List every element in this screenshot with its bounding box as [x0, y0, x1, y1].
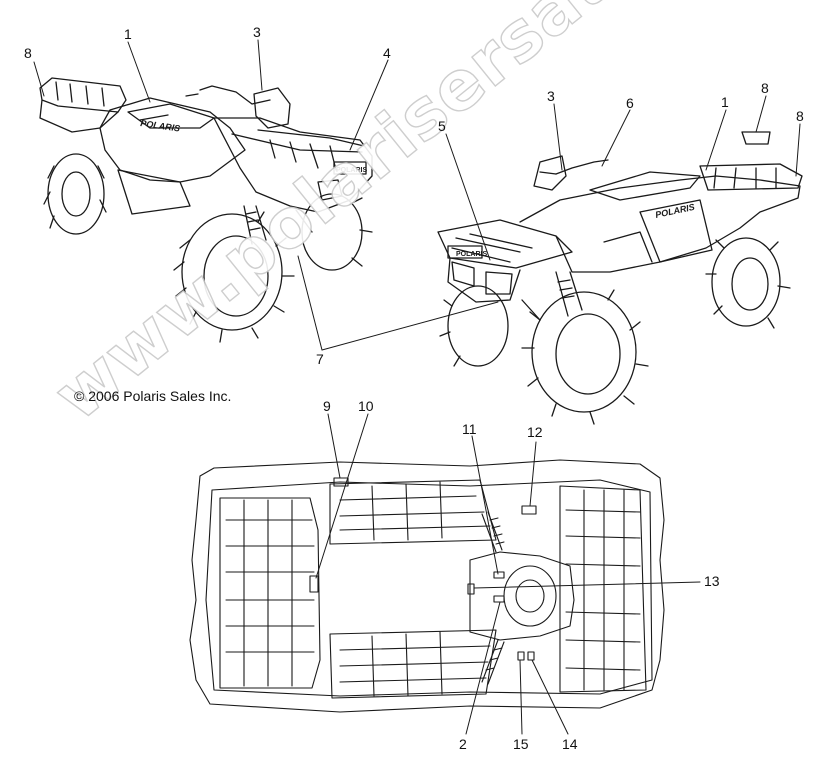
callout-13: 13: [704, 573, 720, 589]
decal-9: [333, 477, 349, 487]
callout-12: 12: [527, 424, 543, 440]
callout-9: 9: [323, 398, 331, 414]
leader-lines: [33, 39, 801, 735]
brand-front-label: POLARIS: [336, 167, 367, 174]
decal-14: [527, 651, 535, 661]
callout-1: 1: [721, 94, 729, 110]
atv-top-view: [189, 459, 665, 713]
callout-8: 8: [24, 45, 32, 61]
callout-3: 3: [547, 88, 555, 104]
decal-15: [517, 651, 525, 661]
brand-front-label-right: POLARIS: [456, 251, 487, 258]
copyright-notice: © 2006 Polaris Sales Inc.: [74, 388, 232, 404]
callout-1: 1: [124, 26, 132, 42]
decal-2: [493, 595, 505, 603]
decal-11: [493, 571, 505, 579]
brand-side-label: POLARIS: [140, 118, 181, 133]
callout-6: 6: [626, 95, 634, 111]
callout-3: 3: [253, 24, 261, 40]
callout-7: 7: [316, 351, 324, 367]
decal-12: [521, 505, 537, 515]
callout-15: 15: [513, 736, 529, 752]
callout-11: 11: [462, 421, 477, 437]
decal-13: [467, 583, 475, 595]
callout-4: 4: [383, 45, 391, 61]
callout-8: 8: [796, 108, 804, 124]
callout-5: 5: [438, 118, 446, 134]
atv-left-rear-view: POLARIS POLARIS: [39, 77, 373, 343]
atv-right-front-view: POLARIS POLARIS: [437, 131, 803, 425]
callout-8: 8: [761, 80, 769, 96]
callout-2: 2: [459, 736, 467, 752]
callout-14: 14: [562, 736, 578, 752]
callout-10: 10: [358, 398, 374, 414]
decal-10: [309, 575, 319, 593]
